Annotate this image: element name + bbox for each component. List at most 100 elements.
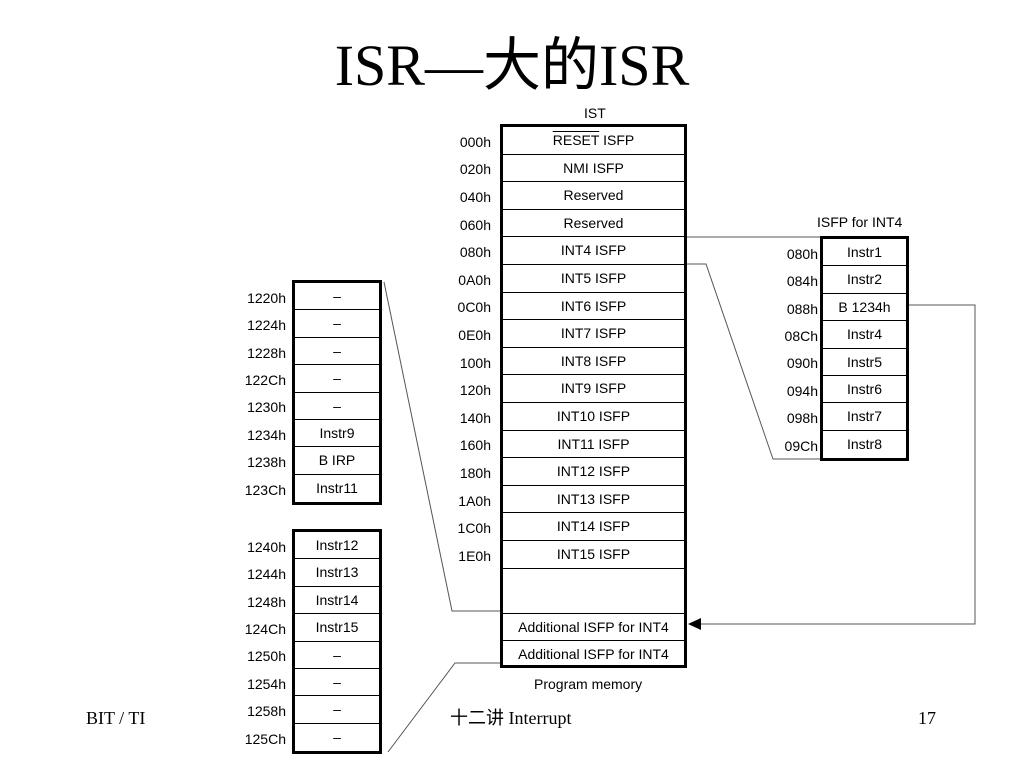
ist-label: INT15 ISFP [556,546,631,562]
isfp-int4-address: 08Ch [784,327,818,344]
slide-title: ISR—大的ISR [334,33,690,98]
memory-upper-label: Instr9 [319,425,355,441]
memory-upper-address: 1224h [247,317,286,334]
memory-lower-row: – [295,669,379,697]
ist-label: INT13 ISFP [556,490,631,507]
isfp-int4-address: 090h [786,355,818,372]
ist-label: INT12 ISFP [556,463,631,480]
memory-lower-label: – [333,646,341,663]
memory-lower-address: 1250h [247,648,286,665]
ist-row: INT14 ISFP [503,513,684,541]
ist-row: Additional ISFP for INT4 [503,641,684,668]
ist-label: INT6 ISFP [560,297,627,314]
memory-lower-label: Instr14 [315,591,359,608]
ist-address: 040h [459,189,491,205]
memory-upper-row: Instr9 [295,420,379,448]
memory-lower-row: – [295,696,379,724]
memory-lower-address: 124Ch [244,620,286,637]
memory-lower-row: Instr15 [295,614,379,642]
ist-address: 120h [459,382,491,399]
isfp-int4-caption: ISFP for INT4 [817,214,903,230]
memory-upper-label: Instr11 [316,479,358,496]
ist-row: Reserved [503,210,684,238]
ist-address: 000h [459,133,491,150]
memory-block-upper: – – – – – Instr9 B IRP Instr11 [292,280,382,505]
ist-address: 1A0h [458,492,491,509]
ist-row: INT10 ISFP [503,403,684,431]
memory-lower-row: Instr14 [295,587,379,615]
ist-row: NMI ISFP [503,155,684,183]
memory-lower-address: 1254h [247,675,286,692]
isfp-int4-label: Instr5 [846,353,882,370]
memory-upper-row: – [295,393,379,420]
isfp-int4-row: Instr8 [823,431,906,458]
isfp-int4-label: Instr6 [846,381,882,397]
ist-row: INT13 ISFP [503,486,684,514]
ist-row: INT7 ISFP [503,320,684,348]
ist-row: INT4 ISFP [503,237,684,265]
ist-address: 080h [459,244,491,261]
memory-upper-label: – [333,397,341,414]
ist-row: INT5 ISFP [503,265,684,293]
memory-lower-address: 1244h [247,566,286,583]
ist-row [503,569,684,614]
memory-upper-row: – [295,283,379,311]
isfp-int4-address: 088h [786,300,818,317]
ist-row: INT11 ISFP [503,431,684,459]
memory-lower-address: 125Ch [244,730,286,747]
ist-row: Additional ISFP for INT4 [503,614,684,642]
ist-row: INT6 ISFP [503,293,684,321]
footer-left: BIT / TI [86,708,146,728]
ist-label: INT8 ISFP [560,352,627,369]
ist-label: INT10 ISFP [556,408,631,424]
isfp-int4-address: 084h [786,273,818,290]
isfp-int4-row: Instr5 [823,349,906,376]
ist-row: INT9 ISFP [503,375,684,403]
ist-label: NMI ISFP [563,159,624,176]
ist-label: Reserved [563,214,624,231]
memory-lower-address: 1258h [247,703,286,720]
ist-address: 0C0h [457,299,491,316]
memory-upper-label: B IRP [318,452,356,469]
ist-label: ISFP [599,132,635,148]
isfp-int4-address: 09Ch [784,437,818,454]
memory-upper-row: – [295,310,379,338]
ist-caption: IST [584,105,606,121]
isfp-int4-row: B 1234h [823,294,906,322]
isfp-int4-row: Instr4 [823,321,906,349]
isfp-int4-address: 094h [786,382,818,399]
ist-address: 100h [459,354,491,371]
memory-lower-row: Instr12 [295,532,379,560]
ist-row: RESET ISFP [503,127,684,155]
memory-lower-row: – [295,642,379,669]
memory-upper-label: – [333,342,341,359]
isfp-int4-row: Instr2 [823,266,906,294]
memory-lower-label: Instr15 [315,619,359,636]
page-number: 17 [918,708,936,728]
memory-upper-label: – [333,370,341,387]
isfp-int4-row: Instr7 [823,403,906,431]
memory-upper-row: Instr11 [295,475,379,502]
memory-upper-address: 123Ch [244,481,286,498]
ist-address: 0E0h [458,327,491,343]
memory-lower-label: – [333,728,341,745]
ist-bottom-caption: Program memory [534,676,643,692]
memory-upper-label: – [333,288,341,304]
isfp-int4-label: B 1234h [838,298,891,315]
isfp-int4-label: Instr4 [846,326,882,343]
isfp-int4-label: Instr8 [846,435,882,452]
isfp-int4-row: Instr1 [823,239,906,267]
memory-upper-address: 1228h [247,344,286,361]
memory-upper-row: – [295,365,379,393]
ist-label: INT14 ISFP [556,518,631,535]
memory-lower-address: 1248h [247,593,286,610]
ist-row: INT12 ISFP [503,458,684,486]
ist-label: INT4 ISFP [560,242,627,259]
ist-address: 160h [459,437,491,454]
memory-upper-address: 1220h [247,289,286,306]
ist-label: INT7 ISFP [560,325,627,342]
memory-upper-label: – [333,315,341,332]
